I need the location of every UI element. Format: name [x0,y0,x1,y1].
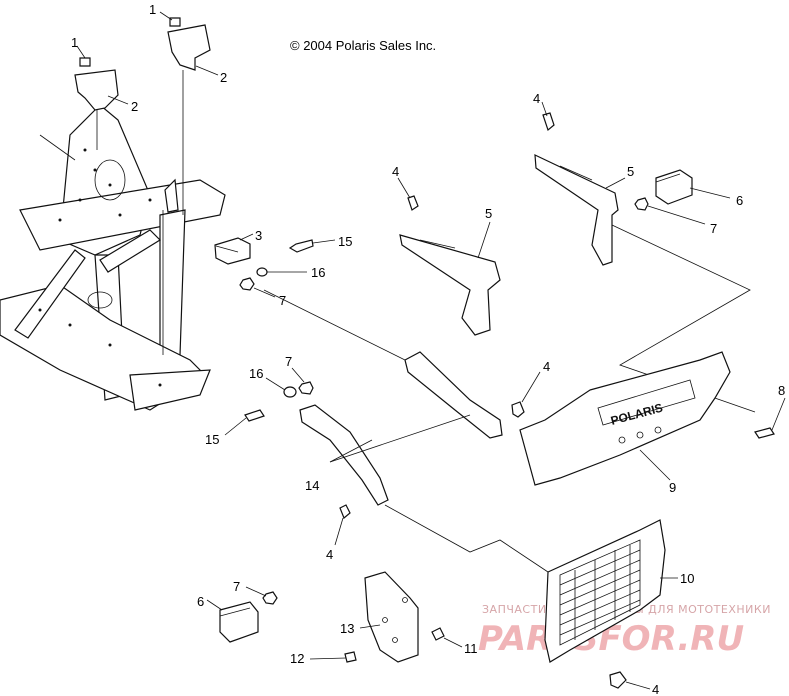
callout-1-lower: 1 [71,35,78,50]
callout-7-bottom: 7 [233,579,240,594]
bumper-grille-9: POLARIS [519,351,731,486]
callout-16-lower: 16 [249,366,263,381]
callout-14: 14 [305,478,319,493]
screw-4-center [511,371,541,418]
callout-12: 12 [290,651,304,666]
washer-16-upper [256,267,307,277]
callout-8: 8 [778,383,785,398]
callout-5-mid: 5 [485,206,492,221]
callout-13: 13 [340,621,354,636]
callout-1-upper: 1 [149,2,156,17]
copyright-text: © 2004 Polaris Sales Inc. [290,38,436,53]
callout-7-right: 7 [710,221,717,236]
mount-plate-13 [359,571,419,663]
callout-4-lower: 4 [326,547,333,562]
bracket-2-lower [74,69,129,150]
bolt-1-upper [159,11,181,27]
callout-2-lower: 2 [131,99,138,114]
callout-10: 10 [680,571,694,586]
nut-7-right [634,197,706,225]
bolt-1-lower [76,45,91,67]
bracket-5-mid [399,221,501,336]
screw-4-lower [334,504,351,546]
screw-8 [754,397,786,439]
headlight-6-right [655,169,731,205]
callout-5-right: 5 [627,164,634,179]
bolt-15-lower [224,409,265,436]
callout-15-upper: 15 [338,234,352,249]
callout-7-mid: 7 [285,354,292,369]
spacer-block-3 [214,233,254,265]
callout-4-mid: 4 [392,164,399,179]
screw-4-top-right [541,101,555,132]
bolt-15-upper [288,239,336,253]
screw-12 [309,651,357,663]
nut-7-bottom [245,586,278,605]
headlight-6-left [206,599,259,643]
clip-11 [431,627,463,648]
callout-labels: 1 1 2 2 3 4 4 4 4 4 5 5 6 6 7 7 7 7 8 9 … [71,2,785,696]
callout-6-right: 6 [736,193,743,208]
callout-9: 9 [669,480,676,495]
bracket-2-upper [167,24,219,215]
washer-16-lower [265,377,297,398]
support-arm-14-upper [404,351,503,439]
radiator-10 [544,519,678,663]
nut-7-mid [291,367,314,395]
bracket-5-right [534,154,626,266]
callout-6-left: 6 [197,594,204,609]
callout-7-left: 7 [279,293,286,308]
callout-11: 11 [464,641,478,656]
callout-4-center: 4 [543,359,550,374]
screw-4-top-mid [397,177,419,211]
callout-4-bottom: 4 [652,682,659,696]
callout-16-upper: 16 [311,265,325,280]
callout-4-top-right: 4 [533,91,540,106]
callout-2-upper: 2 [220,70,227,85]
vehicle-frame [0,104,226,411]
nut-7-left [239,277,276,298]
screw-4-bottom [609,671,651,690]
callout-3: 3 [255,228,262,243]
callout-15-lower: 15 [205,432,219,447]
